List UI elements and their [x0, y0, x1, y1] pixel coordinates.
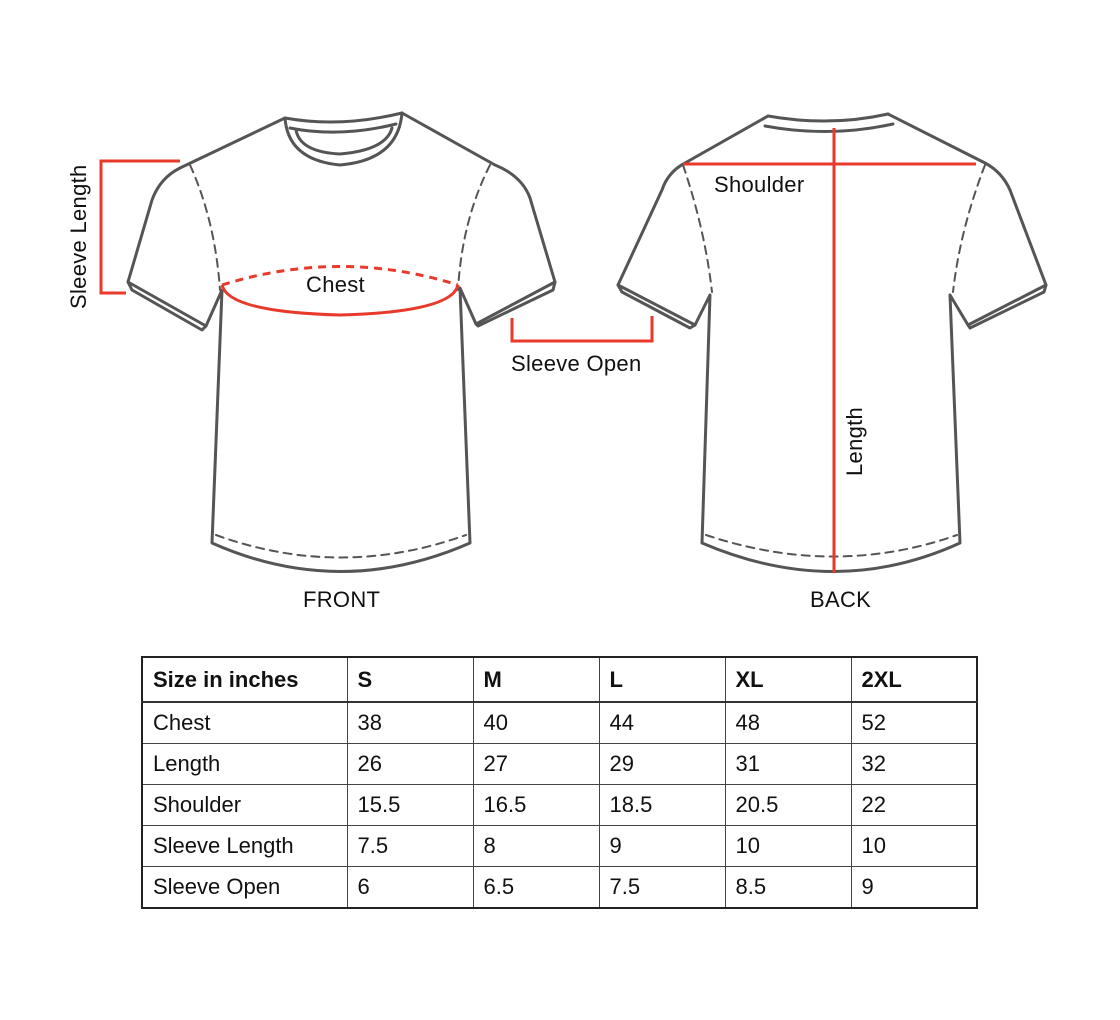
row-label: Chest	[141, 701, 348, 744]
tshirt-illustration	[99, 111, 1048, 573]
header-size-l: L	[598, 656, 726, 703]
row-label: Sleeve Length	[141, 825, 348, 867]
table-row-sleeve-open: Sleeve Open 6 6.5 7.5 8.5 9	[141, 866, 978, 909]
back-caption: BACK	[810, 587, 872, 612]
table-cell: 22	[850, 784, 978, 826]
table-cell: 40	[472, 701, 600, 744]
row-label: Sleeve Open	[141, 866, 348, 909]
chest-ellipse-back	[221, 265, 459, 287]
table-cell: 18.5	[598, 784, 726, 826]
chest-ellipse-front	[220, 284, 460, 317]
shoulder-label: Shoulder	[714, 172, 805, 197]
header-size-s: S	[346, 656, 474, 703]
table-cell: 38	[346, 701, 474, 744]
sleeve-open-label: Sleeve Open	[511, 351, 642, 376]
table-cell: 9	[598, 825, 726, 867]
table-cell: 26	[346, 743, 474, 785]
table-cell: 29	[598, 743, 726, 785]
size-chart-table: Size in inches S M L XL 2XL Chest 38 40 …	[141, 656, 978, 909]
table-row-chest: Chest 38 40 44 48 52	[141, 701, 978, 744]
sleeve-length-bracket	[99, 159, 180, 295]
length-label: Length	[842, 406, 867, 476]
table-header-row: Size in inches S M L XL 2XL	[141, 656, 978, 703]
table-cell: 16.5	[472, 784, 600, 826]
table-cell: 7.5	[346, 825, 474, 867]
table-cell: 6.5	[472, 866, 600, 909]
table-cell: 31	[724, 743, 852, 785]
header-size-m: M	[472, 656, 600, 703]
table-cell: 27	[472, 743, 600, 785]
sleeve-open-bracket	[510, 316, 654, 343]
table-cell: 15.5	[346, 784, 474, 826]
front-caption: FRONT	[303, 587, 381, 612]
front-shirt-outline	[126, 111, 557, 573]
tshirt-measurement-diagram: Sleeve Length Chest Sleeve Open Shoulder…	[66, 111, 1048, 612]
table-cell: 44	[598, 701, 726, 744]
table-cell: 10	[724, 825, 852, 867]
header-size-xl: XL	[724, 656, 852, 703]
table-cell: 20.5	[724, 784, 852, 826]
table-row-shoulder: Shoulder 15.5 16.5 18.5 20.5 22	[141, 784, 978, 826]
sleeve-length-label: Sleeve Length	[66, 164, 91, 309]
table-cell: 8.5	[724, 866, 852, 909]
table-cell: 7.5	[598, 866, 726, 909]
back-shirt-outline	[616, 112, 1048, 573]
table-cell: 32	[850, 743, 978, 785]
table-row-sleeve-length: Sleeve Length 7.5 8 9 10 10	[141, 825, 978, 867]
table-cell: 6	[346, 866, 474, 909]
table-cell: 52	[850, 701, 978, 744]
table-cell: 10	[850, 825, 978, 867]
row-label: Length	[141, 743, 348, 785]
row-label: Shoulder	[141, 784, 348, 826]
table-cell: 48	[724, 701, 852, 744]
table-cell: 8	[472, 825, 600, 867]
header-size-in-inches: Size in inches	[141, 656, 348, 703]
header-size-2xl: 2XL	[850, 656, 978, 703]
table-row-length: Length 26 27 29 31 32	[141, 743, 978, 785]
measurement-lines	[99, 128, 976, 573]
chest-label: Chest	[306, 272, 365, 297]
table-cell: 9	[850, 866, 978, 909]
